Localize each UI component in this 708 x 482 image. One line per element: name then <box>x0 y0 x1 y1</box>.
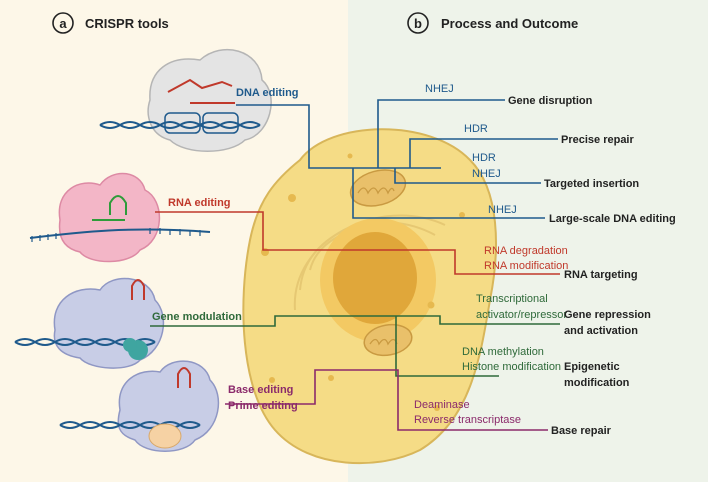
label-dna-editing: DNA editing <box>236 87 299 99</box>
process-reverse-transcriptase: Reverse transcriptase <box>414 414 521 426</box>
gene-modulation-complex <box>14 277 165 369</box>
process-deaminase: Deaminase <box>414 399 470 411</box>
process-dna-methylation: DNA methylation <box>462 346 544 358</box>
outcome-base-repair: Base repair <box>551 425 612 437</box>
process-hdr-repair: HDR <box>464 123 488 135</box>
panel-a-badge <box>52 12 74 34</box>
process-activator-repressor: activator/repressor <box>476 309 567 321</box>
outcome-modification: modification <box>564 377 630 389</box>
process-nhej-disruption: NHEJ <box>425 83 454 95</box>
panel-b-letter: b <box>414 16 422 31</box>
outcome-gene-disruption: Gene disruption <box>508 95 593 107</box>
label-prime-editing: Prime editing <box>228 400 298 412</box>
process-hdr-insertion: HDR <box>472 152 496 164</box>
dna-editing-complex <box>99 49 272 152</box>
process-transcriptional: Transcriptional <box>476 293 548 305</box>
outcome-targeted-insertion: Targeted insertion <box>544 178 639 190</box>
panel-b-title: Process and Outcome <box>441 16 578 31</box>
process-rna-modification: RNA modification <box>484 260 568 272</box>
rna-editing-complex <box>29 172 211 263</box>
label-rna-editing: RNA editing <box>168 197 231 209</box>
panel-a-letter: a <box>59 16 67 31</box>
process-rna-degradation: RNA degradation <box>484 245 568 257</box>
process-nhej-large: NHEJ <box>488 204 517 216</box>
label-gene-modulation: Gene modulation <box>152 311 242 323</box>
outcome-large-scale-dna-editing: Large-scale DNA editing <box>549 213 676 225</box>
panel-a-title: CRISPR tools <box>85 16 169 31</box>
process-histone-modification: Histone modification <box>462 361 561 373</box>
outcome-rna-targeting: RNA targeting <box>564 269 638 281</box>
mitochondrion-bottom <box>363 323 413 357</box>
outcome-epigenetic: Epigenetic <box>564 361 620 373</box>
nucleus <box>333 232 417 324</box>
connector-lines <box>150 99 560 431</box>
label-base-editing: Base editing <box>228 384 293 396</box>
outcome-gene-repression: Gene repression <box>564 309 651 321</box>
outcome-precise-repair: Precise repair <box>561 134 634 146</box>
panel-b-badge <box>407 12 429 34</box>
process-nhej-insertion: NHEJ <box>472 168 501 180</box>
outcome-and-activation: and activation <box>564 325 638 337</box>
mitochondrion-top <box>349 169 407 207</box>
cell-illustration <box>242 128 497 465</box>
base-editing-complex <box>59 360 220 452</box>
